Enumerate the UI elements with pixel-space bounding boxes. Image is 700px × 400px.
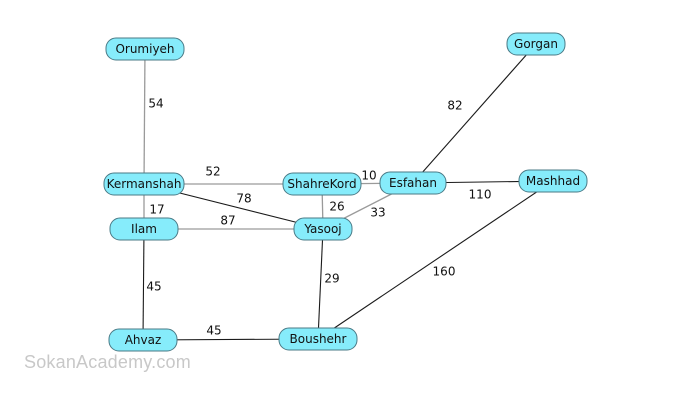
node-shape-shahrekord[interactable] — [282, 172, 362, 196]
node-shape-ilam[interactable] — [109, 217, 179, 241]
node-label-ahvaz: Ahvaz — [125, 333, 162, 347]
node-esfahan[interactable]: Esfahan — [379, 171, 447, 195]
edge-weight-esfahan-gorgan: 82 — [447, 99, 462, 113]
edge-weight-esfahan-yasooj: 33 — [370, 206, 385, 220]
node-shahrekord[interactable]: ShahreKord — [282, 172, 362, 196]
edge-yasooj-boushehr — [317, 228, 324, 340]
edge-weight-mashhad-boushehr: 160 — [433, 265, 456, 279]
edge-weight-yasooj-boushehr: 29 — [324, 272, 339, 286]
edge-ilam-ahvaz — [142, 228, 145, 341]
edge-weight-kermanshah-ilam: 17 — [149, 203, 164, 217]
node-label-orumiyeh: Orumiyeh — [115, 42, 174, 56]
edge-weight-ilam-yasooj: 87 — [220, 214, 235, 228]
edge-weight-kermanshah-shahrekord: 52 — [205, 165, 220, 179]
node-label-kermanshah: Kermanshah — [107, 177, 182, 191]
edge-esfahan-gorgan — [412, 43, 537, 184]
node-shape-ahvaz[interactable] — [108, 328, 178, 352]
node-label-mashhad: Mashhad — [526, 174, 580, 188]
edge-labels-layer: 54 52 78 17 87 45 10 26 33 82 110 29 45 160 — [146, 97, 491, 338]
node-mashhad[interactable]: Mashhad — [518, 169, 588, 193]
edge-weight-shahrekord-yasooj: 26 — [329, 200, 344, 214]
node-label-gorgan: Gorgan — [514, 37, 558, 51]
node-label-shahrekord: ShahreKord — [287, 177, 356, 191]
node-ahvaz[interactable]: Ahvaz — [108, 328, 178, 352]
watermark: SokanAcademy.com — [24, 352, 191, 372]
node-gorgan[interactable]: Gorgan — [506, 32, 566, 56]
edge-weight-ilam-ahvaz: 45 — [146, 280, 161, 294]
node-ilam[interactable]: Ilam — [109, 217, 179, 241]
node-yasooj[interactable]: Yasooj — [293, 217, 353, 241]
node-orumiyeh[interactable]: Orumiyeh — [105, 37, 185, 61]
edge-weight-orumiyeh-kermanshah: 54 — [148, 97, 163, 111]
node-shape-esfahan[interactable] — [379, 171, 447, 195]
edge-weight-esfahan-mashhad: 110 — [469, 188, 492, 202]
node-shape-mashhad[interactable] — [518, 169, 588, 193]
node-label-esfahan: Esfahan — [389, 176, 437, 190]
node-boushehr[interactable]: Boushehr — [278, 327, 358, 351]
edge-mashhad-boushehr — [317, 180, 554, 340]
edge-weight-shahrekord-esfahan: 10 — [361, 169, 376, 183]
node-kermanshah[interactable]: Kermanshah — [103, 172, 185, 196]
edge-weight-ahvaz-boushehr: 45 — [206, 324, 221, 338]
edge-orumiyeh-kermanshah — [143, 48, 146, 185]
node-label-yasooj: Yasooj — [303, 222, 341, 236]
node-shape-yasooj[interactable] — [293, 217, 353, 241]
node-shape-kermanshah[interactable] — [103, 172, 185, 196]
edge-weight-kermanshah-yasooj: 78 — [236, 192, 251, 206]
node-label-boushehr: Boushehr — [290, 332, 347, 346]
node-shape-gorgan[interactable] — [506, 32, 566, 56]
node-shape-boushehr[interactable] — [278, 327, 358, 351]
node-label-ilam: Ilam — [131, 222, 157, 236]
node-shape-orumiyeh[interactable] — [105, 37, 185, 61]
